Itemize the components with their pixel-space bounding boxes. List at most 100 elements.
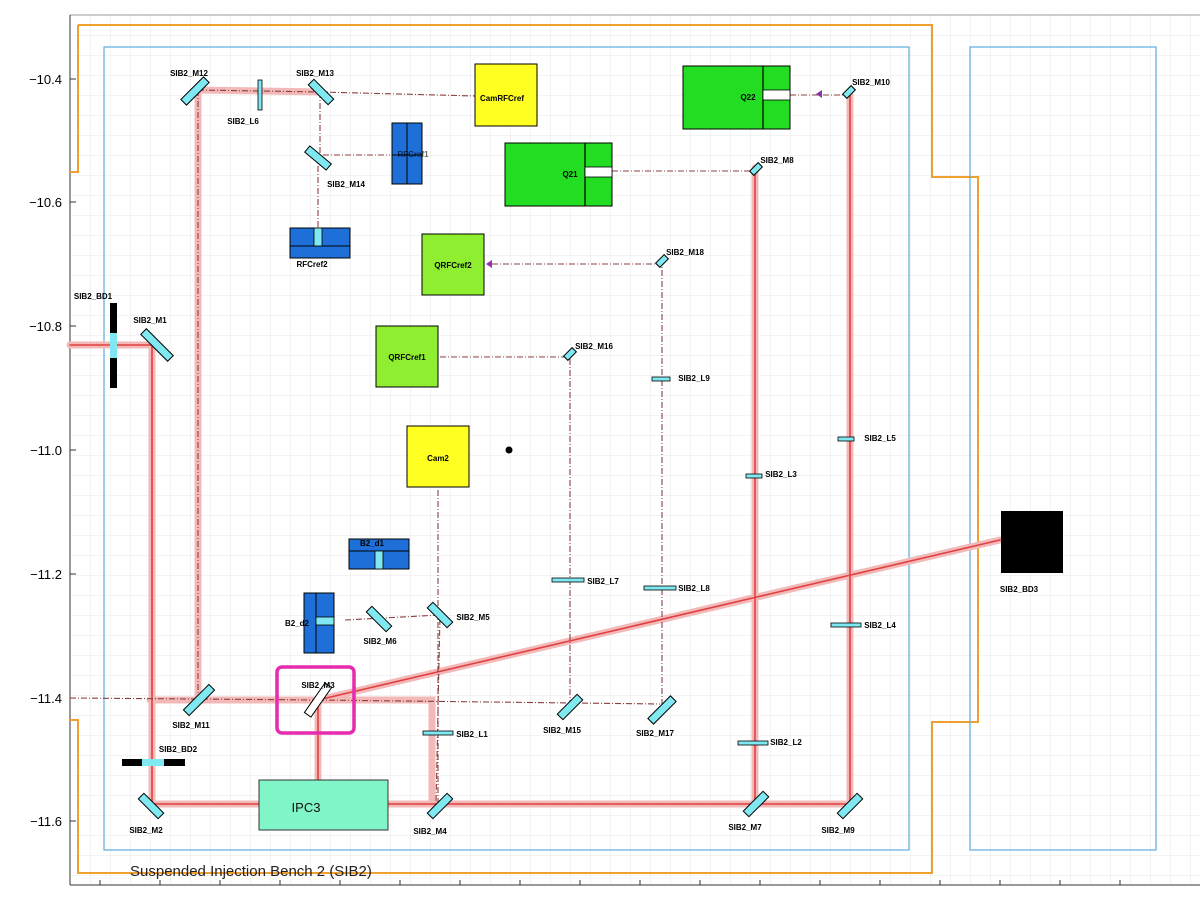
- input-arrow-marker: [486, 260, 492, 268]
- label-m3: SIB2_M3: [301, 681, 335, 690]
- svg-text:Q22: Q22: [740, 93, 756, 102]
- label-m7: SIB2_M7: [728, 823, 762, 832]
- sib2-l1-lens: [422, 730, 454, 736]
- label-m9: SIB2_M9: [821, 826, 855, 835]
- qrfcref1-block: QRFCref1: [375, 325, 439, 388]
- sib2-m18-mirror: [654, 253, 670, 269]
- sib2-m14-mirror: [303, 145, 333, 171]
- label-m12: SIB2_M12: [170, 69, 208, 78]
- sib2-m7-mirror: [742, 790, 770, 818]
- side-bench-outline: [969, 46, 1157, 851]
- cam2-block: Cam2: [406, 425, 470, 488]
- svg-text:CamRFCref: CamRFCref: [480, 94, 524, 103]
- label-m15: SIB2_M15: [543, 726, 581, 735]
- b2-d1-detector: B2_d1: [348, 538, 410, 570]
- sib2-l2-lens: [737, 740, 769, 746]
- label-m18: SIB2_M18: [666, 248, 704, 257]
- label-l1: SIB2_L1: [456, 730, 488, 739]
- sib2-l7-lens: [551, 577, 585, 583]
- label-m8: SIB2_M8: [760, 156, 794, 165]
- sib2-m11-mirror: [182, 683, 216, 717]
- svg-text:Cam2: Cam2: [427, 454, 449, 463]
- sib2-bd2-beam-dump: SIB2_BD2: [122, 745, 198, 766]
- sib2-m2-mirror: [137, 792, 165, 820]
- label-l7: SIB2_L7: [587, 577, 619, 586]
- input-arrow-marker: [816, 90, 822, 98]
- q22-block: Q22: [682, 65, 791, 130]
- reference-dot: [505, 446, 513, 454]
- bench-title: Suspended Injection Bench 2 (SIB2): [130, 863, 372, 880]
- svg-text:SIB2_BD1: SIB2_BD1: [74, 292, 113, 301]
- rfcref1-detector: RFCref1: [391, 122, 429, 185]
- svg-text:RFCref1: RFCref1: [397, 150, 429, 159]
- sib2-m12-mirror: [180, 76, 210, 106]
- label-l2: SIB2_L2: [770, 738, 802, 747]
- camrfcref-block: CamRFCref: [474, 63, 538, 127]
- sib2-m13-mirror: [307, 78, 335, 106]
- label-m17: SIB2_M17: [636, 729, 674, 738]
- sib2-l4-lens: [830, 622, 862, 628]
- bench-outline: [70, 24, 979, 874]
- label-m6: SIB2_M6: [363, 637, 397, 646]
- label-l6: SIB2_L6: [227, 117, 259, 126]
- sib2-m16-mirror: [562, 346, 578, 362]
- y-tick-label: −11.2: [30, 567, 62, 582]
- sib2-l9-lens: [651, 376, 671, 382]
- sib2-m10-mirror: [841, 84, 857, 100]
- sib2-m5-mirror: [426, 601, 454, 629]
- rfcref2-detector: RFCref2: [289, 227, 351, 269]
- label-m11: SIB2_M11: [172, 721, 210, 730]
- sib2-l6-lens: [257, 79, 263, 111]
- label-l3: SIB2_L3: [765, 470, 797, 479]
- label-l9: SIB2_L9: [678, 374, 710, 383]
- sib2-m9-mirror: [836, 792, 864, 820]
- sib2-m6-mirror: [365, 605, 393, 633]
- svg-text:SIB2_BD2: SIB2_BD2: [159, 745, 198, 754]
- bench-inner-outline: [103, 46, 910, 851]
- q21-block: Q21: [504, 142, 613, 207]
- label-l4: SIB2_L4: [864, 621, 896, 630]
- sib2-l8-lens: [643, 585, 677, 591]
- svg-text:RFCref2: RFCref2: [296, 260, 328, 269]
- qrfcref2-block: QRFCref2: [421, 233, 485, 296]
- sib2-m1-mirror: [140, 328, 174, 362]
- sib2-m3-mirror: [303, 682, 333, 718]
- svg-text:B2_d2: B2_d2: [285, 619, 310, 628]
- sib2-m4-mirror: [426, 792, 454, 820]
- y-tick-label: −11.6: [30, 814, 62, 829]
- svg-text:B2_d1: B2_d1: [360, 539, 385, 548]
- y-tick-label: −10.4: [29, 72, 62, 87]
- sib2-l5-lens: [837, 436, 855, 442]
- label-l8: SIB2_L8: [678, 584, 710, 593]
- sib2-bd3-block: SIB2_BD1 SIB2_BD3: [1000, 511, 1063, 594]
- sib2-m8-mirror: [748, 161, 764, 177]
- y-tick-label: −10.6: [29, 195, 62, 210]
- plot-background: [70, 15, 1200, 885]
- svg-text:IPC3: IPC3: [292, 800, 321, 815]
- label-m14: SIB2_M14: [327, 180, 365, 189]
- label-m16: SIB2_M16: [575, 342, 613, 351]
- label-l5: SIB2_L5: [864, 434, 896, 443]
- svg-text:QRFCref1: QRFCref1: [388, 353, 426, 362]
- sib2-m17-mirror: [647, 695, 677, 725]
- label-m1: SIB2_M1: [133, 316, 167, 325]
- b2-d2-detector: B2_d2: [285, 592, 335, 654]
- ipc3-block: IPC3: [258, 779, 389, 831]
- svg-text:QRFCref2: QRFCref2: [434, 261, 472, 270]
- y-tick-label: −11.0: [30, 443, 62, 458]
- label-m4: SIB2_M4: [413, 827, 447, 836]
- svg-text:Q21: Q21: [562, 170, 578, 179]
- label-m5: SIB2_M5: [456, 613, 490, 622]
- label-m2: SIB2_M2: [129, 826, 163, 835]
- y-tick-label: −10.8: [29, 319, 62, 334]
- label-m13: SIB2_M13: [296, 69, 334, 78]
- sib2-m15-mirror: [556, 693, 584, 721]
- sib2-bd1-beam-dump: SIB2_BD1: [74, 292, 117, 388]
- y-tick-label: −11.4: [30, 691, 62, 706]
- highlight-box: [275, 665, 356, 735]
- label-m10: SIB2_M10: [852, 78, 890, 87]
- svg-text:SIB2_BD3: SIB2_BD3: [1000, 585, 1039, 594]
- sib2-l3-lens: [745, 473, 763, 479]
